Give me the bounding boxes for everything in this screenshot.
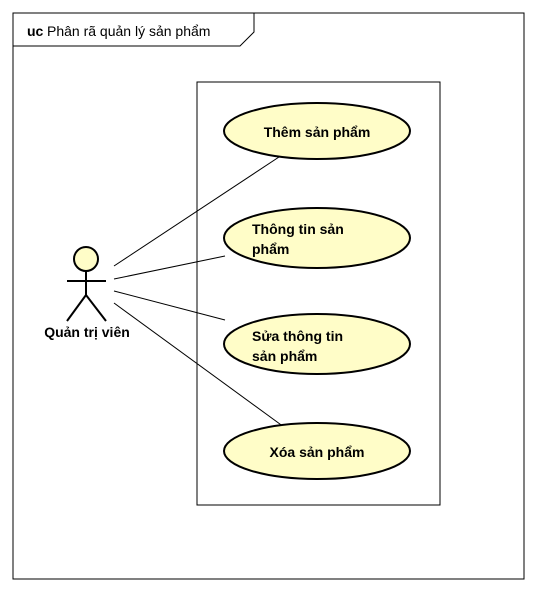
- actor[interactable]: [66, 246, 107, 322]
- use-case-sua-label-line2: sản phẩm: [252, 348, 317, 364]
- use-case-xoa-label: Xóa sản phẩm: [270, 444, 365, 460]
- use-case-them-label: Thêm sản phẩm: [264, 124, 371, 140]
- frame-title: Phân rã quản lý sản phẩm: [47, 23, 210, 39]
- association-thongtin: [113, 255, 226, 280]
- use-case-sua-ellipse: [223, 313, 411, 375]
- use-case-them-ellipse: [223, 102, 411, 160]
- association-sua: [113, 290, 226, 321]
- use-case-them[interactable]: Thêm sản phẩm: [223, 102, 411, 160]
- actor-name: Quản trị viên: [44, 324, 130, 340]
- association-them: [113, 156, 280, 267]
- frame-keyword: uc: [27, 23, 44, 39]
- actor-right-leg: [85, 294, 107, 322]
- frame-title-tab: [12, 12, 255, 47]
- actor-left-leg: [66, 294, 87, 322]
- association-xoa: [113, 302, 285, 428]
- use-case-xoa-ellipse: [223, 422, 411, 480]
- use-case-thongtin-label-line1: Thông tin sản: [252, 221, 344, 237]
- use-case-sua-label-line1: Sửa thông tin: [252, 328, 343, 344]
- use-case-sua[interactable]: Sửa thông tin sản phẩm: [223, 313, 411, 375]
- use-case-thongtin-label-line2: phẩm: [252, 241, 289, 257]
- actor-head: [73, 246, 99, 272]
- associations: [113, 156, 285, 428]
- use-case-thongtin[interactable]: Thông tin sản phẩm: [223, 207, 411, 269]
- use-case-xoa[interactable]: Xóa sản phẩm: [223, 422, 411, 480]
- use-case-thongtin-ellipse: [223, 207, 411, 269]
